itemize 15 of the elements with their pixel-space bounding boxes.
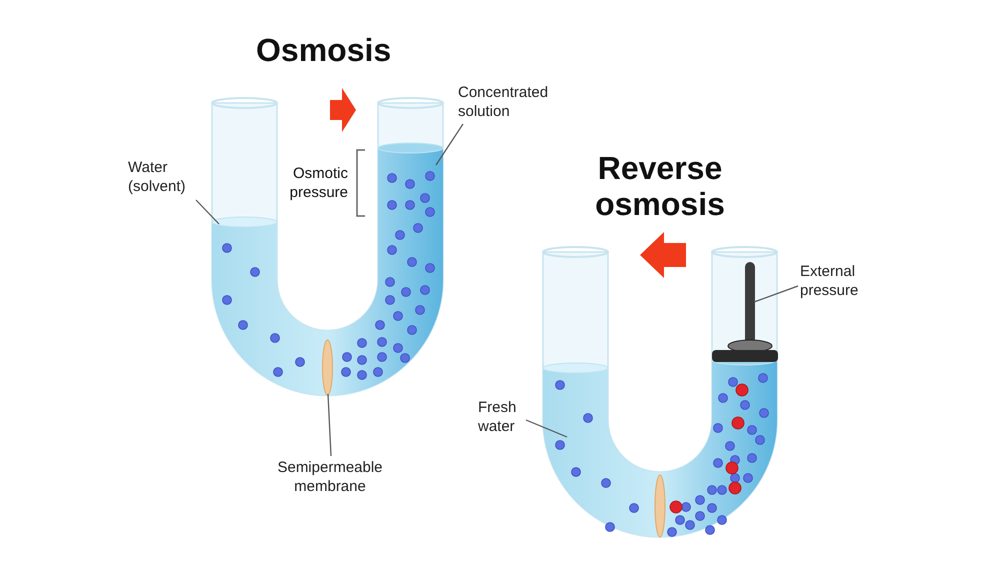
heading-label: Reverse osmosis <box>594 150 726 222</box>
callout-label: External pressure <box>800 262 860 300</box>
callout-label: Semipermeable membrane <box>276 458 384 496</box>
leader-line <box>327 394 332 456</box>
leader-line <box>754 285 798 303</box>
callout-label: Concentrated solution <box>458 83 550 121</box>
piston-drawing <box>712 262 778 362</box>
heading-label: Osmosis <box>256 31 392 70</box>
leader-line <box>436 124 464 166</box>
membrane-drawing <box>322 340 333 396</box>
leader-line <box>526 419 568 438</box>
leader-line <box>196 200 220 224</box>
callout-label: Water (solvent) <box>128 158 187 196</box>
callout-label: Fresh water <box>478 398 518 436</box>
heading-label: Osmotic pressure <box>288 164 348 202</box>
